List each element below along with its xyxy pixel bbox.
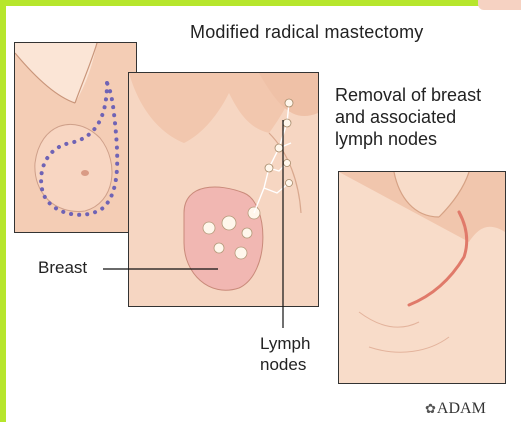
top-accent-bar — [0, 0, 521, 6]
lymph-nodes-label-line: Lymph — [260, 333, 310, 354]
adam-logo-text: ADAM — [437, 400, 486, 417]
description-line: and associated — [335, 106, 481, 128]
adam-logo-icon: ✿ — [425, 401, 436, 417]
description-line: lymph nodes — [335, 128, 481, 150]
figure-title: Modified radical mastectomy — [190, 22, 424, 43]
lymph-nodes-label-line: nodes — [260, 354, 310, 375]
corner-tab — [478, 0, 521, 10]
left-accent-bar — [0, 0, 6, 422]
lymph-nodes-label: Lymph nodes — [260, 333, 310, 375]
post-surgery-illustration — [338, 171, 506, 384]
breast-label: Breast — [38, 258, 87, 278]
breast-lymph-illustration — [128, 72, 319, 307]
description: Removal of breast and associated lymph n… — [335, 84, 481, 150]
incision-outline-illustration — [14, 42, 137, 233]
description-line: Removal of breast — [335, 84, 481, 106]
adam-logo: ✿ADAM — [425, 400, 486, 418]
